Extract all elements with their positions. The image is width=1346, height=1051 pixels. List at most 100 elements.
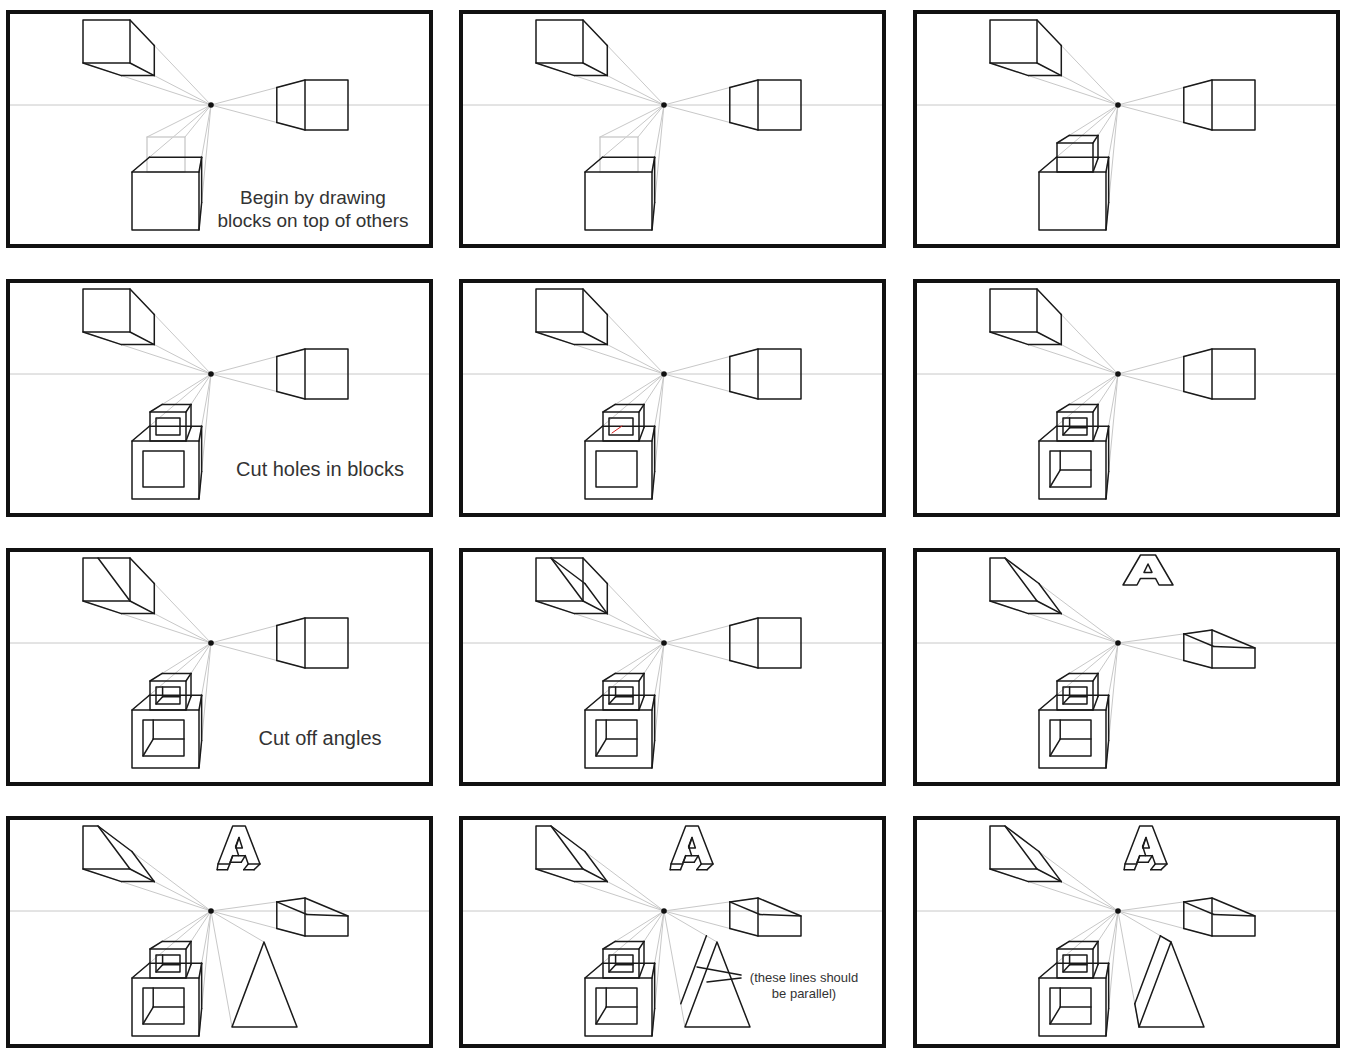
edge-line (1093, 428, 1098, 441)
edge-line (1056, 157, 1108, 159)
guide-line (1037, 601, 1118, 643)
step-caption: Cut off angles (220, 726, 420, 750)
guide-line (913, 643, 1340, 644)
guide-line (6, 911, 433, 912)
vanishing-point (661, 640, 667, 646)
guide-line (199, 911, 211, 1036)
edge-line (216, 864, 218, 870)
edge-line (199, 741, 202, 769)
letter-hole (236, 837, 243, 848)
edge-line (277, 392, 305, 400)
edge-line (654, 426, 656, 471)
edge-line (607, 46, 609, 76)
edge-line (609, 697, 616, 704)
panel (6, 12, 433, 246)
edge-line (83, 63, 121, 76)
cube-face (1057, 143, 1093, 172)
guide-line (1106, 374, 1118, 499)
panel (913, 12, 1340, 246)
guide-line (1037, 869, 1118, 911)
guide-line (603, 643, 664, 681)
edge-line (201, 157, 203, 202)
guide-line (652, 374, 664, 441)
cube-face (536, 20, 583, 63)
guide-line (132, 911, 211, 978)
guide-line (1039, 105, 1118, 172)
edge-line (307, 915, 348, 917)
edge-line (162, 404, 191, 406)
guide-line (132, 643, 211, 710)
guide-line (536, 601, 664, 643)
edge-line (1069, 404, 1098, 406)
panel-frame (915, 12, 1338, 246)
hole (596, 988, 637, 1024)
panel-frame (8, 818, 431, 1046)
panel (913, 550, 1340, 784)
cube-face (585, 172, 652, 230)
edge-line (1056, 426, 1108, 428)
edge-line (602, 963, 654, 965)
edge-line (585, 157, 602, 172)
edge-line (1037, 20, 1061, 46)
cube-face (603, 412, 639, 441)
edge-line (132, 852, 154, 882)
edge-line (254, 864, 260, 870)
edge-line (603, 941, 615, 949)
edge-line (1093, 159, 1098, 172)
edge-line (606, 1006, 637, 1008)
edge-line (583, 63, 607, 76)
guide-line (211, 349, 305, 374)
panel-content (6, 289, 433, 499)
edge-line (1184, 123, 1212, 131)
edge-line (615, 941, 644, 943)
edge-line (616, 964, 633, 966)
guide-line (1037, 289, 1118, 374)
edge-line (615, 404, 644, 406)
edge-line (1184, 349, 1212, 357)
cube-face (585, 441, 652, 499)
edge-line (707, 978, 741, 982)
edge-line (1069, 687, 1071, 697)
hole (143, 720, 184, 756)
edge-line (152, 720, 154, 739)
edge-line (1108, 426, 1110, 471)
panel-frame (461, 818, 884, 1046)
guide-line (990, 601, 1118, 643)
guide-line (199, 105, 211, 230)
hole (596, 451, 637, 487)
edge-line (186, 965, 191, 978)
guide-line (1106, 643, 1118, 768)
edge-line (585, 852, 607, 882)
triangle (232, 942, 297, 1027)
edge-line (583, 20, 607, 46)
guide-line (83, 601, 211, 643)
hole (143, 451, 184, 487)
edge-line (98, 826, 132, 852)
cube-face (83, 20, 130, 63)
edge-line (605, 988, 607, 1007)
edge-line (154, 584, 156, 614)
guide-line (186, 374, 211, 412)
guide-line (664, 105, 758, 130)
panel (459, 818, 886, 1046)
guide-line (83, 63, 211, 105)
edge-line (1037, 601, 1061, 614)
letter-hole (689, 837, 696, 848)
triangle (1139, 942, 1204, 1027)
hole (1050, 988, 1091, 1024)
edge-line (615, 673, 644, 675)
guide-line (585, 911, 664, 978)
edge-line (277, 123, 305, 131)
marker-line (612, 426, 622, 433)
edge-line (551, 558, 585, 584)
edge-line (643, 941, 645, 964)
guide-line (150, 911, 211, 949)
guide-line (199, 374, 211, 441)
edge-line (201, 963, 203, 1008)
cube-face (150, 412, 186, 441)
guide-line (664, 349, 758, 374)
letter-shape (1125, 826, 1167, 864)
edge-line (605, 720, 607, 739)
guide-line (147, 105, 211, 137)
guide-line (211, 105, 305, 130)
